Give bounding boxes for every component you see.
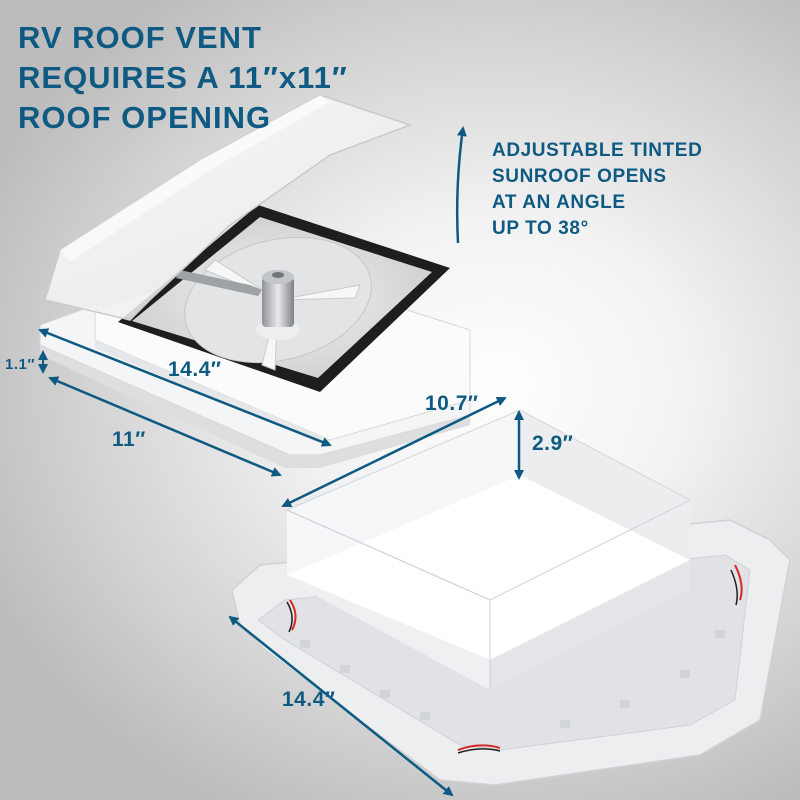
- garnish-width-arrow-icon: [281, 396, 507, 508]
- headline-line: REQUIRES A 11″x11″: [18, 60, 348, 95]
- vent-length-label: 14.4″: [168, 358, 222, 381]
- headline-line: RV ROOF VENT: [18, 20, 262, 55]
- width-arrow-icon: [48, 376, 282, 477]
- callout-line: ADJUSTABLE TINTED: [492, 140, 703, 161]
- trim-length-arrow-icon: [228, 615, 454, 797]
- vent-height-label: 1.1″: [5, 356, 36, 373]
- vent-width-label: 11″: [112, 428, 146, 451]
- headline-line: ROOF OPENING: [18, 100, 272, 135]
- trim-length-label: 14.4″: [282, 688, 336, 711]
- garnish-width-label: 10.7″: [425, 392, 479, 415]
- callout-line: UP TO 38°: [492, 218, 589, 239]
- lid-open-arrow-icon: [455, 126, 467, 244]
- sunroof-angle-callout: ADJUSTABLE TINTED SUNROOF OPENS AT AN AN…: [492, 138, 702, 242]
- headline: RV ROOF VENT REQUIRES A 11″x11″ ROOF OPE…: [18, 18, 348, 138]
- callout-line: SUNROOF OPENS: [492, 166, 667, 187]
- callout-line: AT AN ANGLE: [492, 192, 626, 213]
- garnish-height-label: 2.9″: [532, 432, 574, 455]
- roof-vent-unit: [39, 94, 471, 468]
- dimension-arrows: [38, 126, 524, 797]
